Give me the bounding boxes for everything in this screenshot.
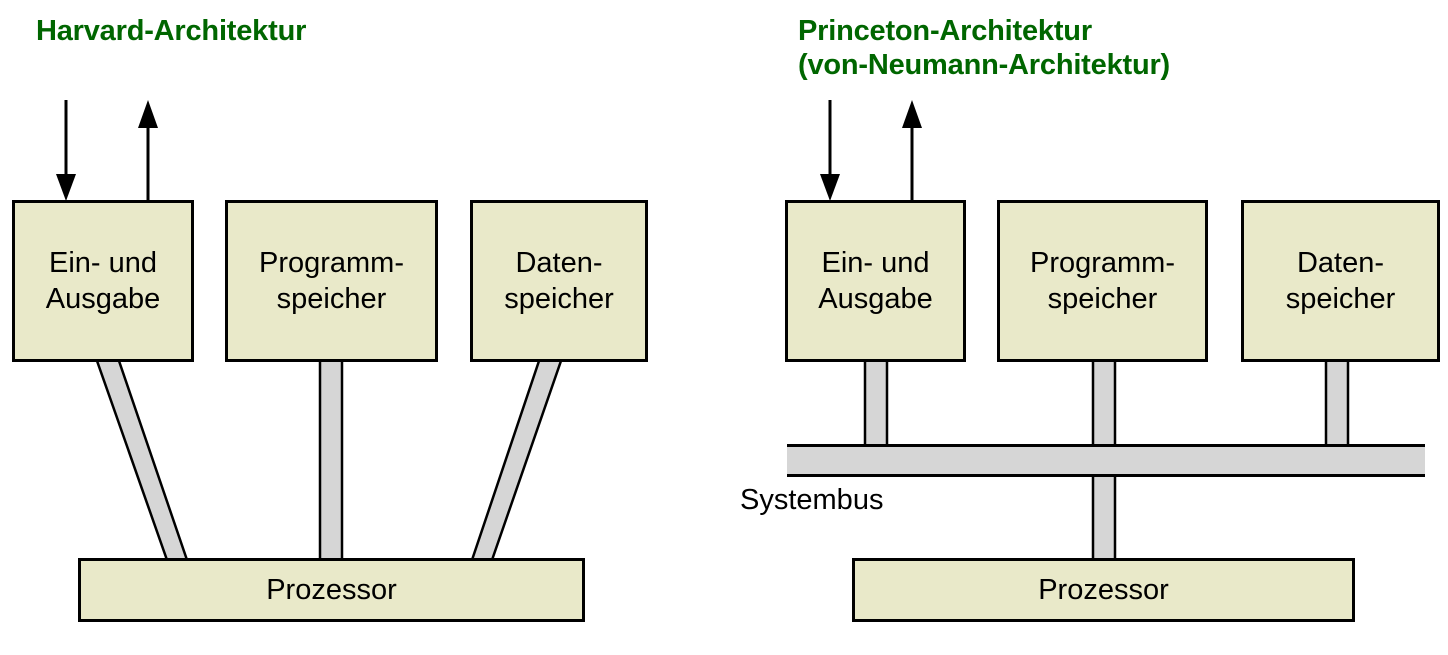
harvard-connectors xyxy=(0,355,660,570)
harvard-box-data-memory-label: Daten- speicher xyxy=(504,247,614,315)
princeton-title-line2: (von-Neumann-Architektur) xyxy=(798,49,1171,81)
harvard-box-data-memory[interactable]: Daten- speicher xyxy=(470,200,648,362)
princeton-box-data-memory[interactable]: Daten- speicher xyxy=(1241,200,1440,362)
harvard-box-processor[interactable]: Prozessor xyxy=(78,558,585,622)
princeton-system-bus-label: Systembus xyxy=(740,484,884,516)
princeton-input-arrow xyxy=(816,100,846,202)
princeton-box-processor[interactable]: Prozessor xyxy=(852,558,1355,622)
harvard-box-program-memory[interactable]: Programm- speicher xyxy=(225,200,438,362)
princeton-title-line1: Princeton-Architektur xyxy=(798,15,1092,47)
princeton-box-data-memory-label: Daten- speicher xyxy=(1285,247,1396,315)
princeton-box-program-memory-label: Programm- speicher xyxy=(1029,247,1175,315)
princeton-title: Princeton-Architektur(von-Neumann-Archit… xyxy=(798,14,1170,82)
princeton-box-program-memory[interactable]: Programm- speicher xyxy=(997,200,1208,362)
harvard-box-io[interactable]: Ein- und Ausgabe xyxy=(12,200,194,362)
princeton-output-arrow xyxy=(898,100,928,202)
harvard-title: Harvard-Architektur xyxy=(36,15,307,47)
harvard-output-arrow xyxy=(134,100,164,202)
princeton-system-bus[interactable] xyxy=(787,444,1425,477)
harvard-box-processor-label: Prozessor xyxy=(266,574,397,606)
princeton-box-io-label: Ein- und Ausgabe xyxy=(818,247,933,315)
harvard-input-arrow xyxy=(52,100,82,202)
princeton-box-io[interactable]: Ein- und Ausgabe xyxy=(785,200,966,362)
princeton-bus-stubs xyxy=(770,355,1430,450)
harvard-box-io-label: Ein- und Ausgabe xyxy=(45,247,161,315)
princeton-box-processor-label: Prozessor xyxy=(1038,574,1169,606)
harvard-box-program-memory-label: Programm- speicher xyxy=(258,247,404,315)
